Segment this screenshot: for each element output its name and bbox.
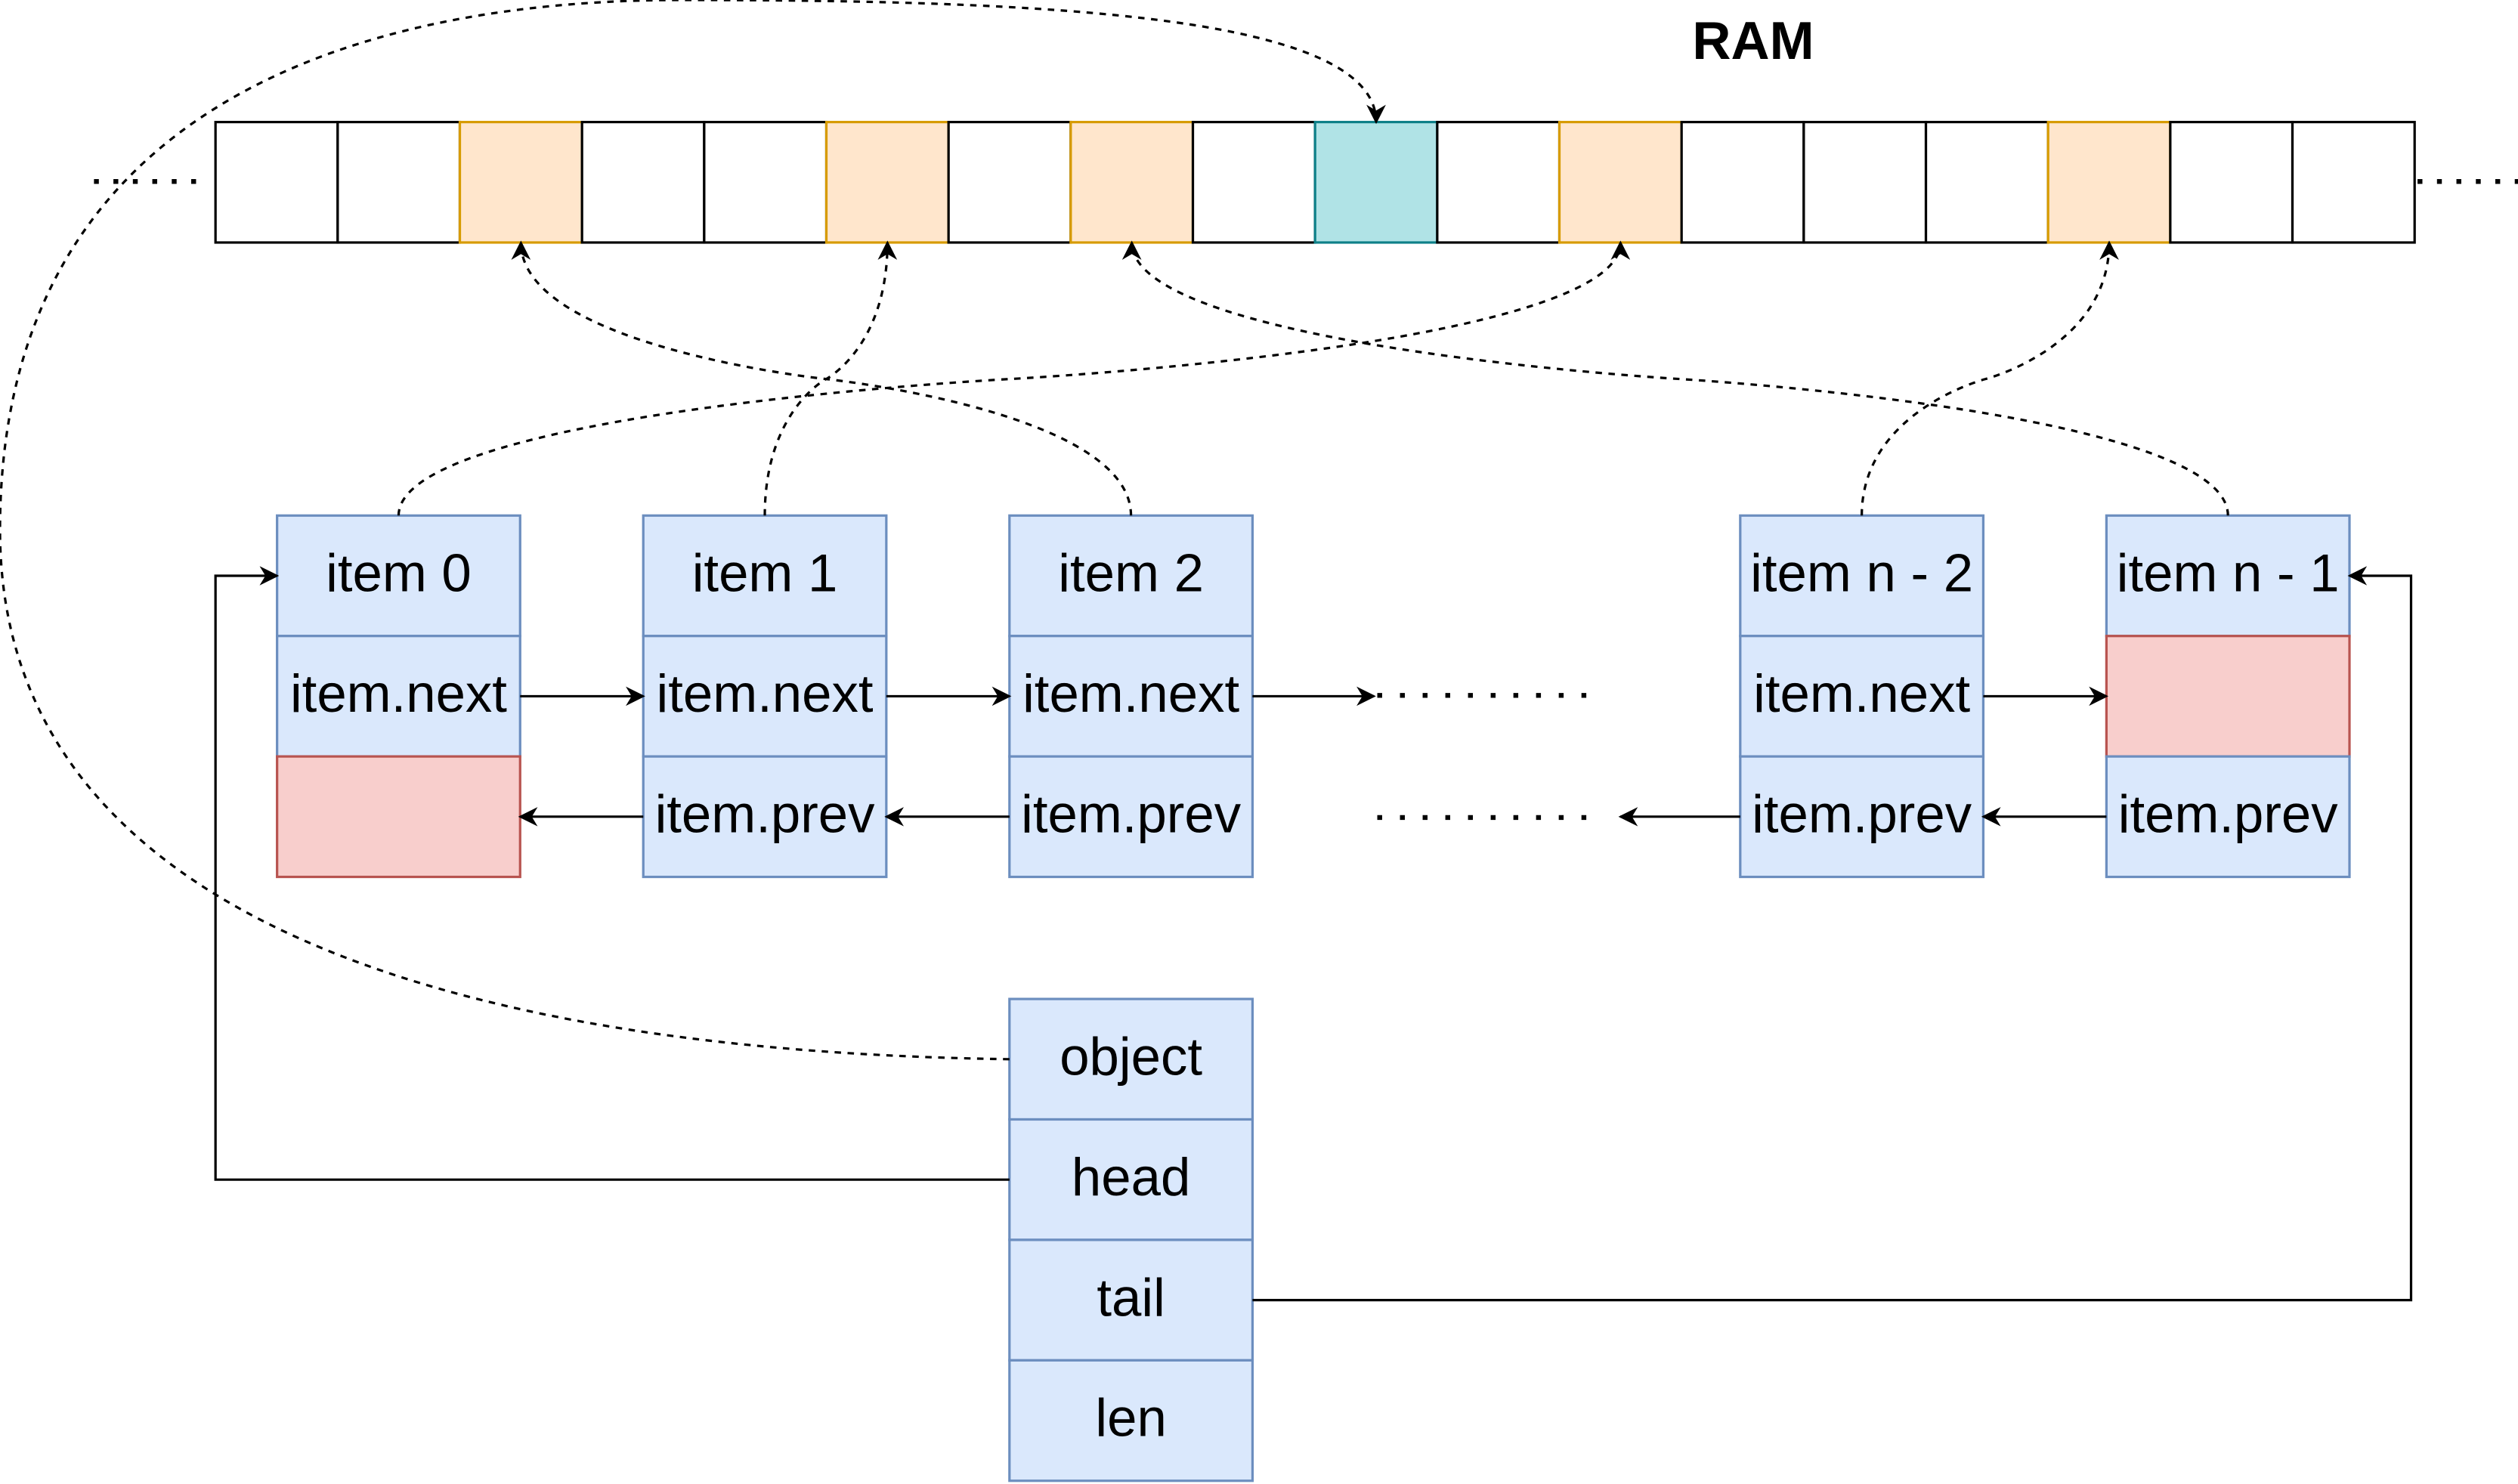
node-prev-field-label: item.prev — [1021, 784, 1241, 844]
node-next-field-box — [276, 635, 521, 758]
node-title-label: item n - 1 — [2117, 543, 2340, 603]
ram-title: RAM — [1692, 11, 1814, 70]
ram-cell-empty — [1436, 120, 1561, 244]
ram-cell-empty — [1680, 120, 1805, 244]
list-node-item1: item 1 item.next item.prev — [642, 514, 888, 879]
ram-cell-empty — [1802, 120, 1928, 244]
node-title-box — [2105, 514, 2351, 638]
object-pointer — [0, 0, 1386, 1061]
pointer-links — [0, 0, 2413, 1302]
list-field-len-box — [1008, 1359, 1254, 1482]
list-field-len-label: len — [1095, 1388, 1166, 1448]
ram-cell-empty — [1191, 120, 1316, 244]
list-node-item2: item 2 item.next item.prev — [1008, 514, 1254, 879]
list-field-tail-label: tail — [1097, 1268, 1165, 1328]
node-next-field-label: item.next — [290, 663, 507, 723]
ram-cell-empty — [214, 120, 339, 244]
ram-cell-allocated — [824, 120, 950, 244]
node-prev-field-label: item.prev — [1752, 784, 1972, 844]
list-field-object-label: object — [1059, 1027, 1202, 1087]
node-title-box — [1739, 514, 1985, 638]
ram-cell-empty — [947, 120, 1072, 244]
list-field-head-label: head — [1072, 1147, 1190, 1207]
ram-cell-empty — [703, 120, 828, 244]
ram-cell-allocated — [1069, 120, 1195, 244]
ram-cell-allocated — [2046, 120, 2172, 244]
ram-cell-empty — [336, 120, 462, 244]
list-field-object-box — [1008, 997, 1254, 1121]
ram-cell-allocated — [458, 120, 583, 244]
node-memory-pointer — [511, 240, 1133, 516]
node-title-label: item 2 — [1058, 543, 1204, 603]
node-title-label: item n - 2 — [1750, 543, 1973, 603]
list-struct: object head tail len — [1008, 997, 1254, 1482]
node-prev-field-box — [1008, 755, 1254, 879]
node-next-field-label: item.next — [657, 663, 874, 723]
tail-pointer — [1252, 566, 2413, 1302]
ram-cell-empty — [580, 120, 706, 244]
ram-cell-empty — [2291, 120, 2416, 244]
node-memory-pointer — [1861, 240, 2119, 516]
node-prev-null-box — [276, 755, 521, 879]
node-memory-pointer — [397, 240, 1631, 516]
node-next-field-box — [1008, 635, 1254, 758]
node-next-field-label: item.next — [1022, 663, 1239, 723]
node-next-null-box — [2105, 635, 2351, 758]
node-next-field-label: item.next — [1753, 663, 1970, 723]
ram-cell-empty — [2169, 120, 2294, 244]
node-title-label: item 0 — [326, 543, 472, 603]
ram-cells — [214, 120, 2416, 244]
list-field-tail-box — [1008, 1238, 1254, 1362]
list-node-itemn2: item n - 2 item.next item.prev — [1739, 514, 1985, 879]
node-title-box — [642, 514, 888, 638]
node-memory-pointer — [1121, 240, 2229, 516]
ram-cell-object — [1313, 120, 1439, 244]
list-node-itemn1: item n - 1 item.prev — [2105, 514, 2351, 879]
ram-cell-empty — [1924, 120, 2049, 244]
head-pointer — [214, 566, 1010, 1181]
node-title-label: item 1 — [692, 543, 838, 603]
node-prev-field-box — [1739, 755, 1985, 879]
ram-cell-allocated — [1558, 120, 1683, 244]
node-prev-field-label: item.prev — [2118, 784, 2338, 844]
node-prev-field-label: item.prev — [655, 784, 875, 844]
list-node-item0: item 0 item.next — [276, 514, 521, 879]
